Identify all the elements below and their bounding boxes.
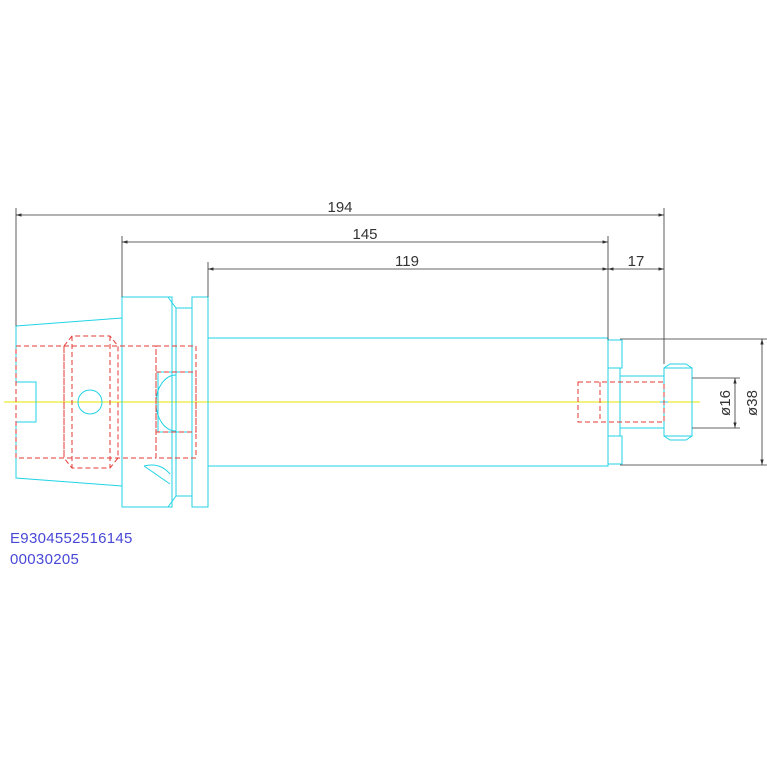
dim-shank-to-end: 145 xyxy=(352,226,377,243)
dim-tip-length: 17 xyxy=(628,253,645,270)
hidden-lines xyxy=(15,335,665,469)
part-subcode: 00030205 xyxy=(10,551,80,568)
cross-hole xyxy=(77,389,103,415)
part-code: E9304552516145 xyxy=(10,530,133,547)
dim-body-length: 119 xyxy=(395,253,419,270)
dim-overall-length: 194 xyxy=(327,199,352,216)
dimension-lines xyxy=(15,208,767,466)
dim-outer-diameter: ø38 xyxy=(744,390,761,416)
dim-bore-diameter: ø16 xyxy=(717,390,734,416)
